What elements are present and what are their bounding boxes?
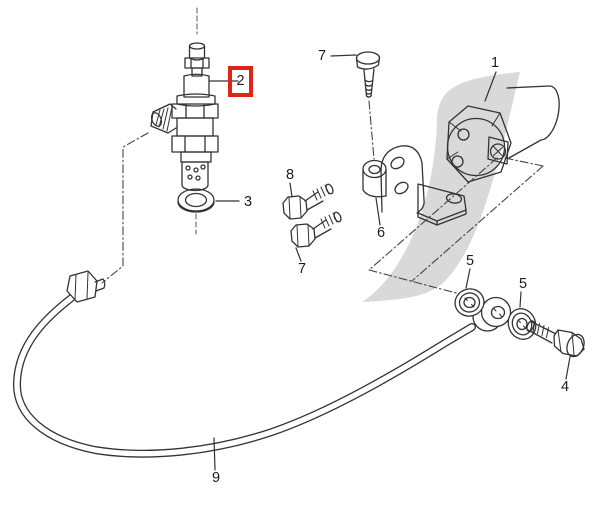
part-label-8: 8 (285, 166, 295, 183)
part-label-6: 6 (376, 224, 386, 241)
part-label-9: 9 (211, 469, 221, 486)
routing-line-valve-to-hose (101, 132, 149, 284)
watermark-swoosh (362, 72, 520, 302)
part-9-hose (12, 270, 512, 458)
part-label-7: 7 (317, 47, 327, 64)
part-label-5: 5 (518, 275, 528, 292)
part-label-4: 4 (560, 378, 570, 395)
part-2-side-fitting (150, 103, 177, 134)
part-label-7: 7 (297, 260, 307, 277)
highlight-box-part-2[interactable]: 2 (228, 66, 253, 97)
routing-line-bolt7-to-bracket (368, 100, 375, 160)
part-5-washer-left (454, 288, 485, 317)
hose-nut (66, 270, 106, 303)
part-label-1: 1 (490, 54, 500, 71)
part-label-5: 5 (465, 252, 475, 269)
part-2-valve (101, 7, 219, 284)
part-label-3: 3 (243, 193, 253, 210)
part-7-bolt-lower (290, 211, 342, 248)
leader-lines (208, 54, 571, 471)
part-3-washer (177, 188, 215, 213)
part-1-cylinder (446, 85, 560, 183)
routing-lines-mounting-plane (368, 157, 544, 295)
part-7-bolt-top (355, 51, 381, 160)
part-4-bolt (526, 320, 585, 358)
part-label-2: 2 (236, 73, 245, 90)
